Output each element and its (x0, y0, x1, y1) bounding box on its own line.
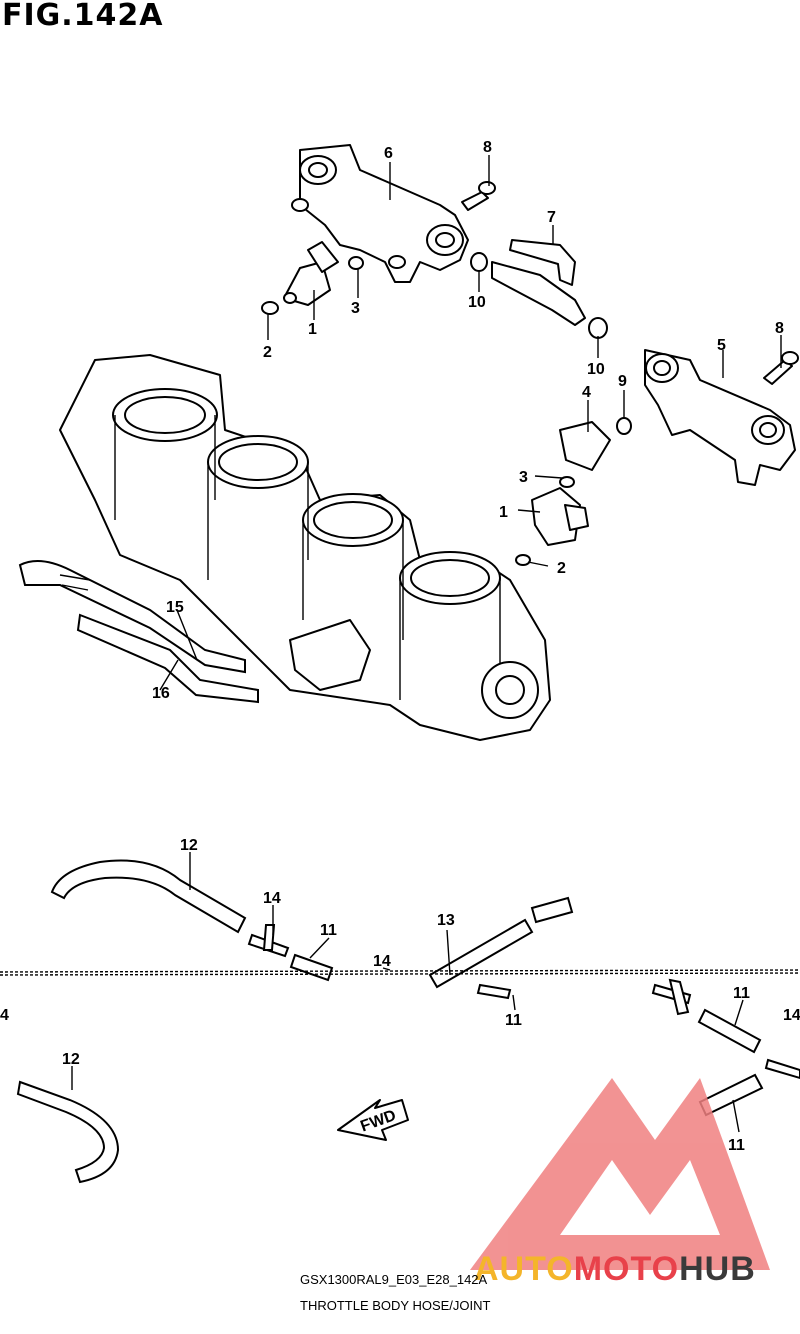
callout-2-top: 2 (263, 344, 272, 361)
callout-5: 5 (717, 337, 726, 354)
callout-4: 4 (582, 384, 591, 401)
callout-12-lower: 12 (62, 1051, 80, 1068)
o-ring-10-bottom (588, 317, 608, 339)
o-ring-9 (616, 417, 632, 435)
fuel-joint-7 (491, 239, 586, 326)
watermark-logo (470, 1078, 770, 1270)
callout-14-middle: 14 (373, 953, 391, 970)
hose-15 (18, 560, 246, 674)
callout-1-top: 1 (308, 321, 317, 338)
callout-13: 13 (437, 912, 455, 929)
hose-12-upper (50, 859, 247, 934)
bolt-8-top (461, 181, 496, 211)
hose-11-right-upper (697, 1008, 762, 1054)
bolt-8-right (763, 351, 799, 385)
joint-14-upper (247, 924, 290, 958)
injector-1-top (283, 241, 339, 306)
callout-11-right-upper: 11 (733, 985, 750, 1002)
callout-14-right-edge: 14 (783, 1007, 800, 1024)
joint-14-right (651, 978, 692, 1016)
fwd-arrow (337, 1099, 409, 1141)
callout-2-lower: 2 (557, 560, 566, 577)
figure-title: FIG.142A (2, 0, 164, 33)
callout-3-lower: 3 (519, 469, 528, 486)
callout-10-bottom: 10 (587, 361, 605, 378)
callout-14-upper: 14 (263, 890, 281, 907)
callout-6: 6 (384, 145, 393, 162)
callout-16: 16 (152, 685, 170, 702)
o-ring-3-top (348, 256, 364, 270)
callout-11-right-lower: 11 (728, 1137, 745, 1154)
leader-lines (71, 155, 782, 1133)
o-ring-10-top (470, 252, 488, 272)
callout-1-lower: 1 (499, 504, 508, 521)
hose-12-lower (16, 1080, 120, 1184)
watermark-brand: AUTOMOTOHUB (474, 1250, 756, 1288)
callout-11-upper: 11 (320, 922, 337, 939)
callout-14-left-edge: 4 (0, 1007, 9, 1024)
callout-9: 9 (618, 373, 627, 390)
hose-11-upper (289, 953, 334, 982)
callout-12-upper: 12 (180, 837, 198, 854)
diagram-description: THROTTLE BODY HOSE/JOINT (300, 1298, 491, 1313)
callout-8-top: 8 (483, 139, 492, 156)
callout-10-top: 10 (468, 294, 486, 311)
model-code: GSX1300RAL9_E03_E28_142A (300, 1272, 488, 1287)
callout-8-right: 8 (775, 320, 784, 337)
joint-14-far-right (764, 1058, 800, 1080)
seal-2-top (261, 301, 279, 315)
hose-16 (76, 613, 259, 704)
fuel-rail-5 (644, 349, 796, 486)
throttle-body (59, 354, 551, 741)
callout-7: 7 (547, 209, 556, 226)
hose-11-middle (476, 983, 512, 1000)
split-line (0, 969, 800, 976)
injector-1-lower (515, 421, 611, 566)
callout-11-middle: 11 (505, 1012, 522, 1029)
fuel-rail-6 (291, 144, 469, 283)
callout-3-top: 3 (351, 300, 360, 317)
callout-15: 15 (166, 599, 184, 616)
